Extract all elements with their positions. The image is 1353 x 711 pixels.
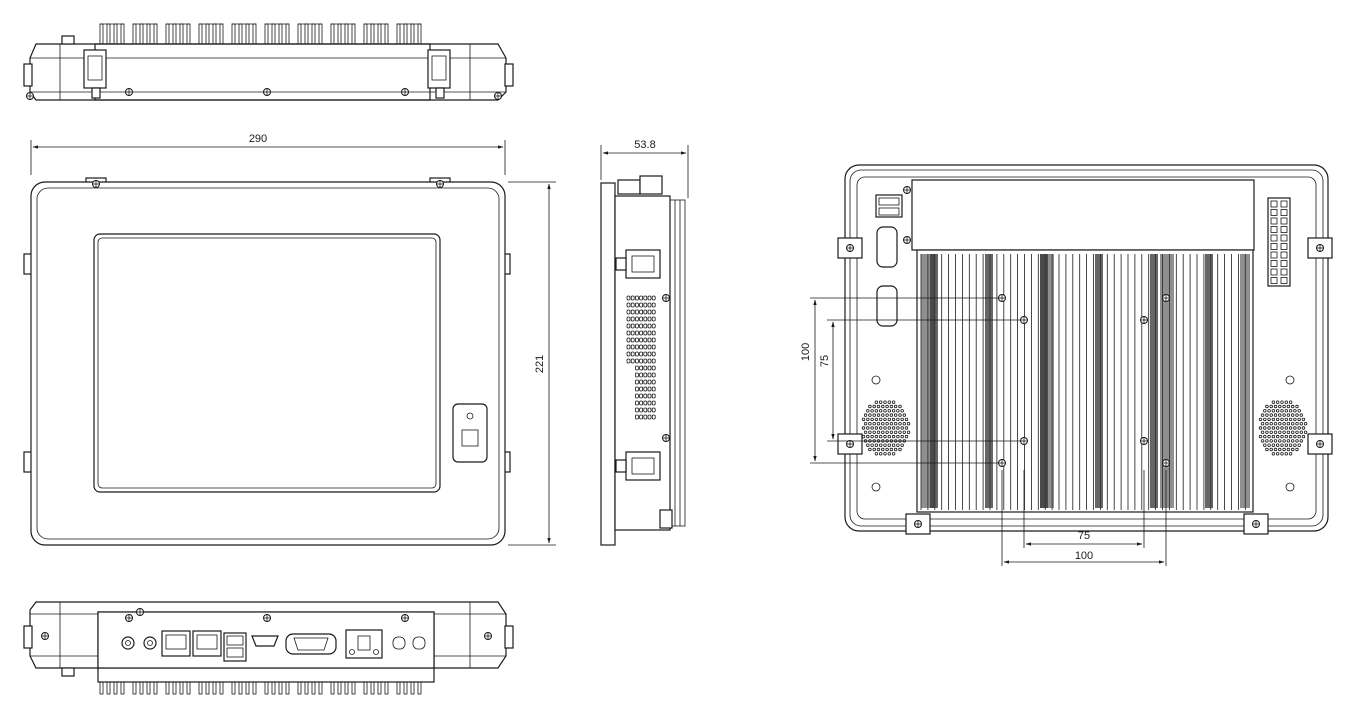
side-view [600, 175, 686, 546]
front-width-label: 290 [249, 133, 267, 145]
vesa-outer-vertical-label: 100 [800, 343, 812, 361]
dimension-vesa-inner-horizontal: 75 [1023, 470, 1145, 548]
vesa-inner-horizontal-label: 75 [1078, 530, 1090, 542]
dimension-vesa-outer-vertical: 100 [800, 297, 998, 464]
dimension-side-depth: 53.8 [600, 139, 689, 198]
bottom-io-view [23, 601, 514, 695]
vesa-outer-horizontal-label: 100 [1075, 550, 1093, 562]
top-view [23, 23, 514, 101]
dimension-front-width: 290 [30, 133, 506, 175]
side-depth-label: 53.8 [634, 139, 655, 151]
dimension-vesa-inner-vertical: 75 [819, 319, 1020, 442]
rear-view [837, 164, 1333, 535]
dimension-front-height: 221 [508, 181, 556, 546]
front-view [23, 177, 511, 546]
front-height-label: 221 [534, 355, 546, 373]
vesa-inner-vertical-label: 75 [819, 355, 831, 367]
dimension-vesa-outer-horizontal: 100 [1001, 470, 1167, 566]
